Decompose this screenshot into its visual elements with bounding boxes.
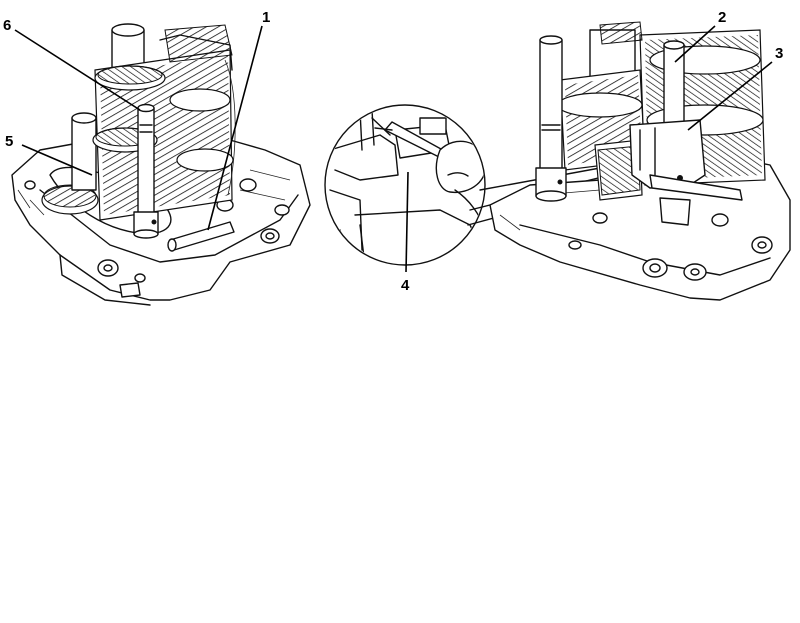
right-tall-rod [535, 35, 567, 202]
left-bolt-holes [24, 178, 290, 283]
callout-4: 4 [401, 277, 410, 294]
right-bolt-holes [568, 212, 773, 281]
right-tool-3 [629, 119, 743, 226]
callout-1: 1 [262, 9, 270, 26]
callout-2: 2 [718, 9, 726, 26]
callout-labels: 1 2 3 4 5 6 [3, 9, 783, 294]
leader-1 [207, 25, 263, 231]
left-transmission-view [11, 23, 311, 306]
leader-4 [405, 171, 409, 273]
callout-6: 6 [3, 17, 11, 34]
callout-leaders [14, 25, 773, 273]
leader-5 [21, 144, 93, 176]
callout-5: 5 [5, 133, 13, 150]
left-gear-stack [92, 23, 236, 221]
leader-6 [14, 29, 141, 111]
callout-3: 3 [775, 45, 783, 62]
leader-3 [687, 61, 773, 131]
left-tool-rod [133, 103, 159, 239]
leader-2 [674, 25, 716, 63]
left-pin-tool [167, 221, 235, 252]
right-transmission-view [489, 21, 791, 301]
